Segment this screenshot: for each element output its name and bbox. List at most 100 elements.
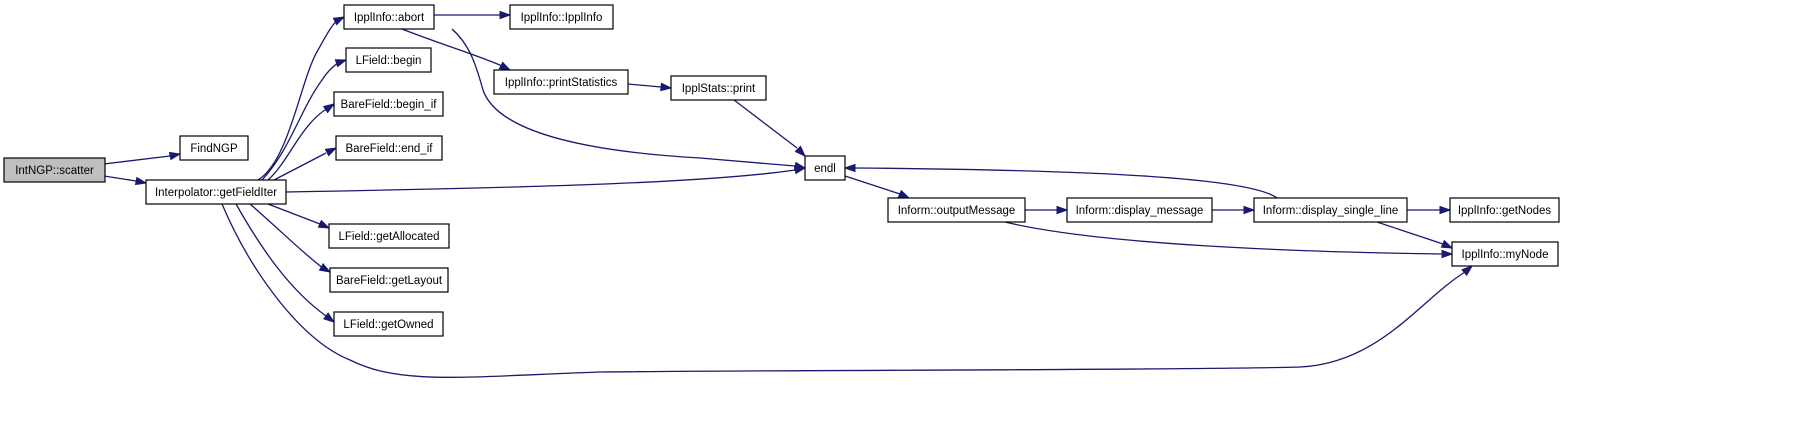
node-box	[887, 197, 1026, 223]
node-label: FindNGP	[190, 143, 238, 155]
node-ipplstats-print[interactable]: IpplStats::print	[670, 75, 767, 101]
node-label: Interpolator::getFieldIter	[155, 187, 277, 199]
node-lfield-getowned[interactable]: LField::getOwned	[333, 311, 444, 337]
node-box	[179, 135, 249, 161]
node-box	[3, 157, 106, 183]
node-label: IpplInfo::IpplInfo	[521, 12, 603, 24]
node-ipplinfo-getnodes[interactable]: IpplInfo::getNodes	[1449, 197, 1560, 223]
arrowhead-n14-n18	[1441, 249, 1454, 259]
arrowhead-n16-n18	[1440, 239, 1454, 249]
node-lfield-getallocated[interactable]: LField::getAllocated	[328, 223, 450, 249]
edge-n2-n8	[249, 203, 324, 269]
node-box	[329, 267, 449, 293]
edge-n12-n13	[733, 99, 798, 149]
node-barefield-end-if[interactable]: BareField::end_if	[335, 135, 443, 161]
arrowhead-n14-n15	[1056, 205, 1069, 215]
arrowhead-n2-n3	[332, 16, 346, 26]
node-label: IpplStats::print	[682, 83, 756, 95]
node-label: IpplInfo::abort	[354, 12, 425, 24]
arrowhead-n13-n14	[897, 189, 911, 199]
node-box	[333, 311, 444, 337]
arrowhead-n2-n6	[324, 147, 338, 157]
node-box	[1253, 197, 1408, 223]
node-label: LField::getOwned	[343, 319, 433, 331]
node-box	[145, 179, 287, 205]
node-box	[670, 75, 767, 101]
edge-n2-n9	[235, 203, 327, 317]
edge-n2-n4	[261, 61, 341, 181]
node-box	[343, 4, 435, 30]
edge-n2-n13	[285, 169, 796, 193]
arrowhead-n0-n2	[134, 176, 148, 186]
node-label: endl	[814, 163, 836, 175]
edge-n16-n13	[854, 167, 1278, 199]
node-ipplinfo-ipplinfo[interactable]: IpplInfo::IpplInfo	[509, 4, 614, 30]
arrowhead-n11-n12	[660, 82, 673, 92]
edge-n2-n5	[267, 107, 329, 181]
arrowhead-n15-n16	[1243, 205, 1256, 215]
edge-n2-n3	[257, 19, 339, 181]
node-inform-outputmessage[interactable]: Inform::outputMessage	[887, 197, 1026, 223]
arrowhead-n3-n13	[793, 161, 807, 171]
node-ipplinfo-abort[interactable]: IpplInfo::abort	[343, 4, 435, 30]
edge-n11-n12	[627, 83, 662, 88]
node-ipplinfo-mynode[interactable]: IpplInfo::myNode	[1451, 241, 1559, 267]
node-barefield-begin-if[interactable]: BareField::begin_if	[333, 91, 444, 117]
arrowhead-n16-n13	[843, 163, 856, 173]
arrowhead-n16-n17	[1439, 205, 1452, 215]
node-label: LField::begin	[356, 55, 422, 67]
node-box	[804, 155, 846, 181]
node-findngp[interactable]: FindNGP	[179, 135, 249, 161]
arrowhead-n12-n13	[794, 145, 807, 158]
node-label: IpplInfo::printStatistics	[505, 77, 618, 89]
node-label: LField::getAllocated	[338, 231, 439, 243]
node-inform-display-message[interactable]: Inform::display_message	[1066, 197, 1213, 223]
node-box	[1449, 197, 1560, 223]
node-box	[1066, 197, 1213, 223]
edge-n2-n7	[267, 203, 321, 225]
node-label: Inform::display_single_line	[1263, 205, 1399, 217]
node-label: IpplInfo::getNodes	[1458, 205, 1552, 217]
node-lfield-begin[interactable]: LField::begin	[345, 47, 432, 73]
node-label: BareField::getLayout	[336, 275, 443, 287]
node-box	[493, 69, 629, 95]
edge-n13-n14	[844, 175, 901, 195]
arrowhead-n0-n1	[168, 151, 182, 161]
edge-n0-n2	[103, 175, 137, 182]
node-box	[335, 135, 443, 161]
arrowhead-n2-n8	[318, 263, 332, 273]
node-interpolator-getfielditer[interactable]: Interpolator::getFieldIter	[145, 179, 287, 205]
node-label: IntNGP::scatter	[15, 165, 94, 177]
node-inform-display-single-line[interactable]: Inform::display_single_line	[1253, 197, 1408, 223]
edge-n0-n1	[103, 155, 171, 165]
edge-n3-n13	[451, 28, 796, 167]
node-label: Inform::outputMessage	[898, 205, 1016, 217]
arrowhead-n2-n9	[323, 312, 336, 323]
node-box	[328, 223, 450, 249]
node-label: BareField::begin_if	[341, 99, 438, 111]
node-box	[509, 4, 614, 30]
edge-n14-n18	[1004, 221, 1443, 255]
arrowhead-n3-n10	[499, 10, 512, 20]
node-barefield-getlayout[interactable]: BareField::getLayout	[329, 267, 449, 293]
node-ipplinfo-printstatistics[interactable]: IpplInfo::printStatistics	[493, 69, 629, 95]
arrowhead-n2-n4	[334, 59, 348, 68]
node-box	[345, 47, 432, 73]
call-nodes: IntNGP::scatter FindNGPInterpolator::getF…	[3, 4, 1560, 337]
edge-n2-n6	[273, 152, 327, 181]
node-intngp-scatter[interactable]: IntNGP::scatter	[3, 157, 106, 183]
node-label: IpplInfo::myNode	[1462, 249, 1549, 261]
node-label: BareField::end_if	[346, 143, 434, 155]
edge-n2-n18	[221, 203, 1466, 378]
arrowhead-n3-n11	[498, 61, 512, 71]
edge-n3-n11	[401, 28, 503, 67]
call-edges	[103, 10, 1474, 378]
node-label: Inform::display_message	[1076, 205, 1204, 217]
node-endl[interactable]: endl	[804, 155, 846, 181]
node-box	[333, 91, 444, 117]
arrowhead-n2-n7	[317, 219, 331, 229]
node-box	[1451, 241, 1559, 267]
arrowhead-n2-n18	[1461, 265, 1474, 277]
edge-n16-n18	[1376, 221, 1444, 245]
